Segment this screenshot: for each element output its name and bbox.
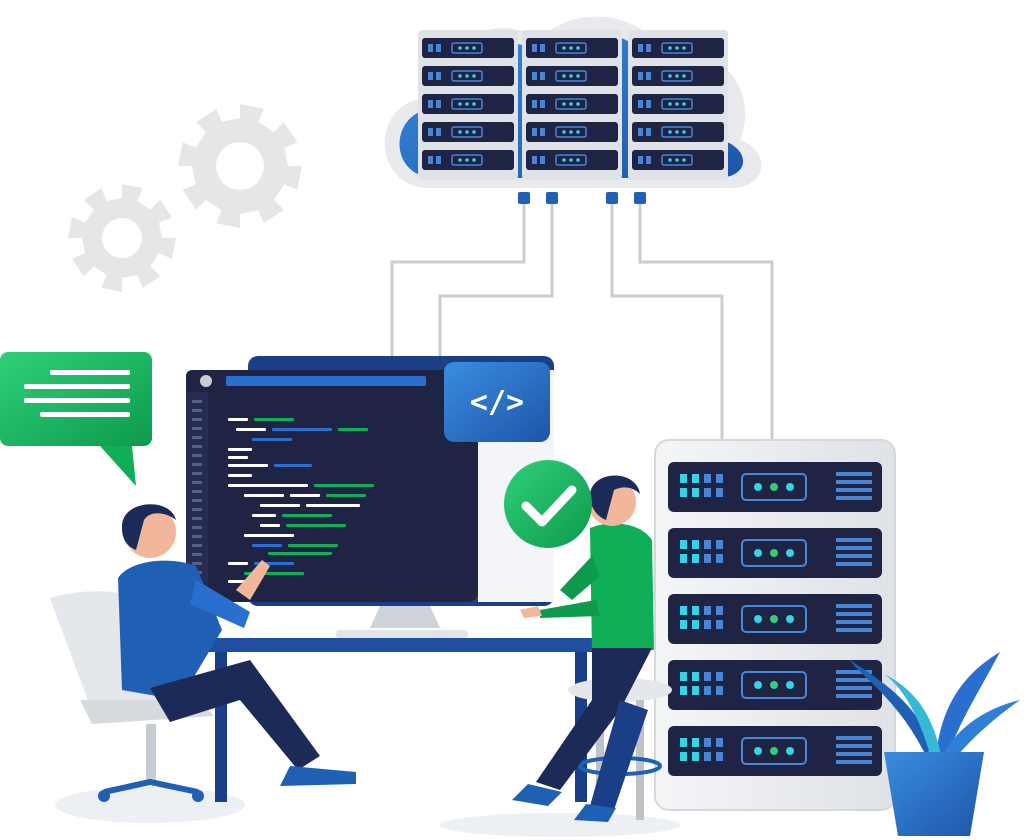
code-line — [326, 494, 366, 497]
server-unit — [668, 462, 882, 512]
code-icon: </> — [444, 362, 550, 442]
line-number — [192, 544, 202, 547]
floor-shadow — [440, 813, 680, 837]
line-number — [192, 481, 202, 484]
chat-bubble-icon — [0, 352, 152, 486]
code-line — [282, 514, 332, 517]
code-line — [260, 524, 280, 527]
address-bar — [226, 376, 426, 386]
server-unit — [668, 528, 882, 578]
server-unit — [668, 594, 882, 644]
code-line — [272, 428, 332, 431]
code-line — [254, 418, 294, 421]
code-line — [338, 428, 368, 431]
code-line — [228, 456, 248, 459]
code-line — [286, 524, 346, 527]
code-line — [268, 552, 332, 555]
line-number — [192, 400, 202, 403]
code-line — [228, 484, 308, 487]
line-number — [192, 472, 202, 475]
server-unit — [668, 726, 882, 776]
code-line — [244, 494, 284, 497]
code-line — [228, 562, 248, 565]
code-line — [314, 484, 374, 487]
cloud-server-icon — [384, 16, 762, 188]
code-line — [228, 474, 252, 477]
code-line — [252, 438, 292, 441]
network-cables — [390, 200, 774, 440]
code-line — [306, 504, 360, 507]
line-number — [192, 499, 202, 502]
server-rack-icon — [654, 439, 896, 811]
line-number — [192, 508, 202, 511]
code-line — [260, 504, 300, 507]
line-number — [192, 409, 202, 412]
line-number — [192, 553, 202, 556]
code-line — [252, 544, 282, 547]
checkmark-icon — [504, 460, 592, 548]
code-line — [288, 544, 338, 547]
line-number — [192, 445, 202, 448]
code-line — [228, 464, 268, 467]
plant-icon — [850, 652, 1020, 836]
line-number — [192, 463, 202, 466]
standing-developer — [512, 475, 654, 822]
cable-connectors — [518, 192, 646, 204]
line-number — [192, 562, 202, 565]
line-number — [192, 436, 202, 439]
code-line — [252, 514, 276, 517]
line-number — [192, 517, 202, 520]
code-line — [228, 418, 248, 421]
gear-icon — [178, 104, 302, 228]
code-line — [290, 494, 320, 497]
gear-icon — [68, 184, 176, 292]
line-number — [192, 427, 202, 430]
code-line — [228, 448, 252, 451]
code-line — [274, 464, 312, 467]
line-number — [192, 418, 202, 421]
seated-developer — [118, 504, 356, 786]
line-number — [192, 526, 202, 529]
code-line — [236, 428, 266, 431]
server-unit — [668, 660, 882, 710]
code-badge-text: </> — [470, 385, 524, 420]
line-number — [192, 454, 202, 457]
line-number — [192, 490, 202, 493]
line-number — [192, 535, 202, 538]
code-line — [244, 534, 294, 537]
window-dot — [200, 375, 212, 387]
monitor-stand — [370, 606, 440, 628]
